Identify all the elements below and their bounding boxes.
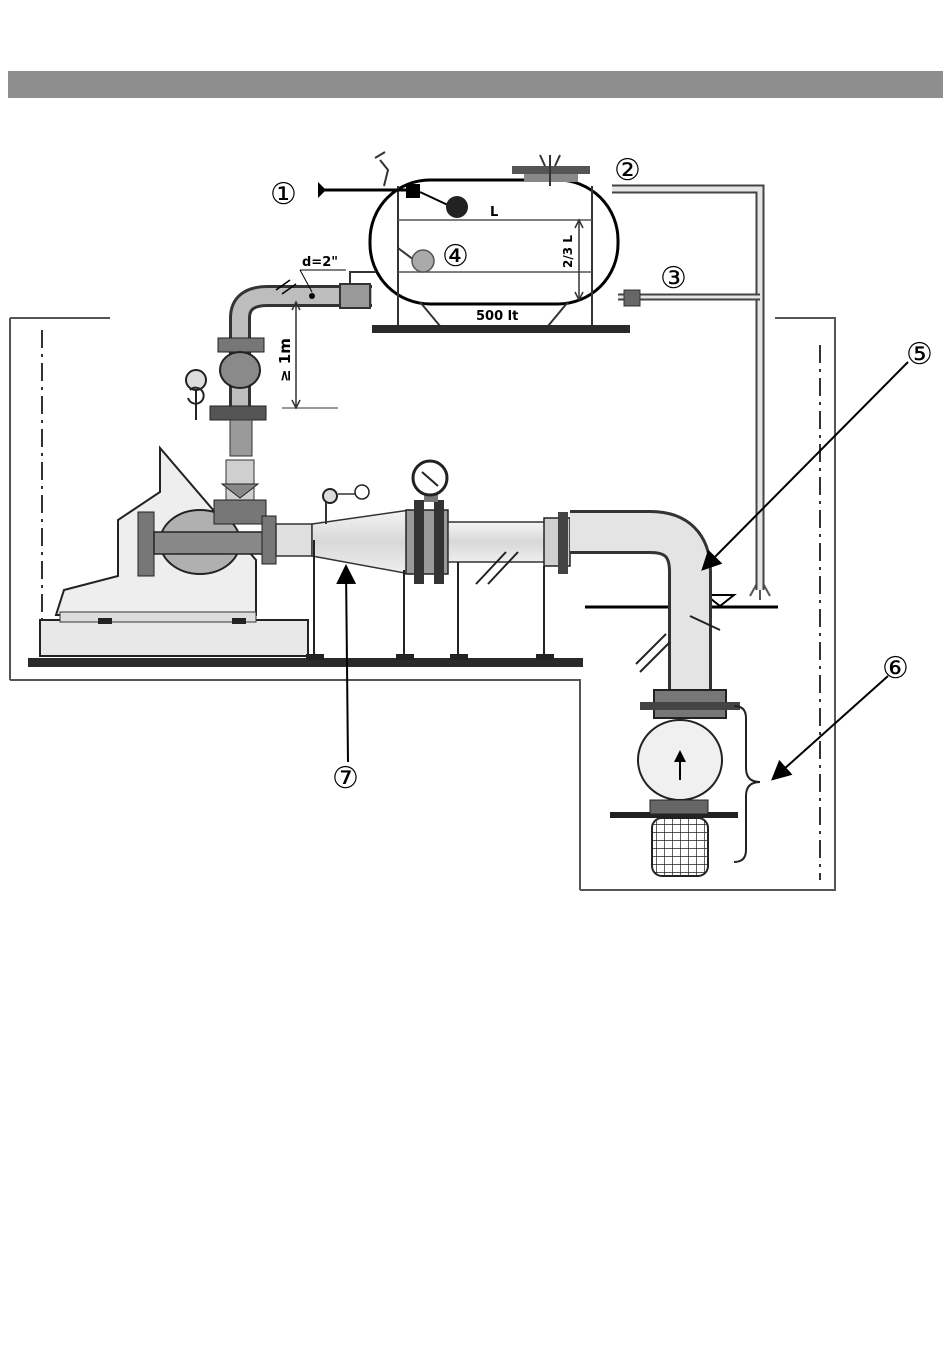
two-thirds-label: 2/3 L — [561, 235, 575, 268]
callout-2: ② — [614, 153, 641, 188]
callout-3: ③ — [660, 261, 687, 296]
callout-4: ④ — [442, 239, 469, 274]
level-label: L — [490, 205, 498, 220]
floor-slab — [28, 658, 583, 667]
callout-6: ⑥ — [882, 651, 909, 686]
priming-pipe: d=2" ≥ 1m — [186, 255, 376, 456]
callout-7: ⑦ — [332, 761, 359, 796]
callout-5: ⑤ — [906, 337, 933, 372]
height-label: ≥ 1m — [276, 338, 294, 382]
pump-unit — [40, 448, 308, 656]
callout-1: ① — [270, 177, 297, 212]
pipe-diameter-label: d=2" — [302, 255, 338, 270]
capacity-label: 500 lt — [476, 309, 518, 324]
discharge-line — [276, 461, 690, 690]
